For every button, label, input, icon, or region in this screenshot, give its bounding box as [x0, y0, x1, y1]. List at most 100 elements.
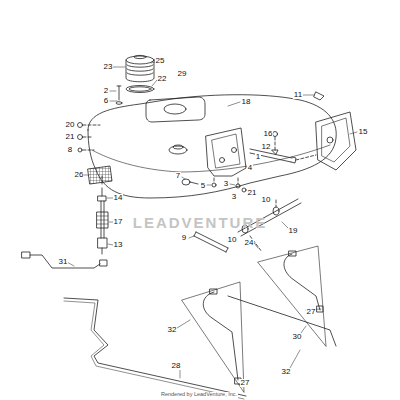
callout-number: 23 — [103, 63, 114, 71]
grommet-part — [88, 166, 112, 184]
petcock-part — [242, 188, 246, 192]
callout-number: 1 — [255, 153, 261, 161]
fuel-pump-tube-part — [102, 176, 103, 186]
leader-lines-part — [110, 101, 117, 102]
strap — [194, 232, 228, 252]
callout-number: 15 — [358, 128, 369, 136]
leader-lines-part — [189, 236, 194, 238]
callout-number: 20 — [65, 121, 76, 129]
rod — [228, 296, 336, 346]
hose-part — [276, 200, 277, 207]
callout-number: 16 — [263, 130, 274, 138]
fuel-tank-part — [92, 145, 330, 172]
callout-number: 22 — [157, 75, 168, 83]
side-bracket-part — [327, 137, 333, 143]
clip — [314, 92, 324, 100]
leader-lines-part — [350, 132, 357, 134]
fuel-cap-part — [127, 65, 153, 75]
screw-part — [116, 102, 122, 105]
callout-number: 8 — [67, 146, 73, 154]
callout-number: 2 — [103, 87, 109, 95]
bolt-part — [291, 157, 296, 163]
callout-number: 29 — [177, 70, 188, 78]
mount-hardware-part — [78, 123, 83, 128]
callout-number: 27 — [240, 379, 251, 387]
fuel-pump-tube-part — [97, 216, 108, 224]
leader-lines-part — [207, 185, 211, 186]
hose-part — [273, 207, 279, 215]
cap-gasket-part — [129, 87, 151, 91]
fuel-tank-part — [169, 146, 187, 154]
fuel-tank-part — [146, 97, 205, 122]
fuel-pump-tube-part — [102, 248, 103, 254]
screw-part — [117, 86, 121, 100]
leader-lines-part — [110, 91, 116, 92]
wire-harness-part — [100, 260, 107, 266]
overflow-tube — [64, 298, 246, 399]
callout-number: 4 — [247, 164, 253, 172]
callout-number: 30 — [292, 333, 303, 341]
leader-lines-part — [303, 95, 314, 96]
fuel-pump-tube-part — [101, 201, 104, 238]
leader-lines-part — [182, 177, 185, 179]
side-bracket — [296, 112, 356, 170]
fuel-tank-part — [164, 104, 186, 114]
mount-bracket-part — [206, 128, 246, 176]
mount-bracket-part — [212, 134, 240, 168]
callout-number: 17 — [113, 218, 124, 226]
cap-gasket-part — [126, 86, 154, 93]
overflow-tube-part — [64, 301, 244, 399]
fuel-pump-tube — [97, 176, 108, 254]
mount-bracket-part — [232, 148, 237, 153]
callout-number: 24 — [244, 239, 255, 247]
cap-gasket — [126, 86, 154, 93]
leader-lines-part — [177, 320, 190, 328]
callout-number: 3 — [223, 180, 229, 188]
vent-line-right — [258, 246, 326, 346]
callout-number: 10 — [227, 236, 238, 244]
mount-hardware — [78, 123, 101, 153]
leader-lines-part — [113, 67, 125, 68]
callout-number: 32 — [167, 326, 178, 334]
petcock-part — [182, 179, 190, 185]
callout-number: 32 — [281, 368, 292, 376]
callout-number: 18 — [241, 98, 252, 106]
grommet — [88, 166, 112, 184]
credit-line: Rendered by LeadVenture, Inc. — [160, 392, 238, 398]
mount-hardware-part — [78, 135, 83, 140]
callout-number: 10 — [261, 196, 272, 204]
petcock-part — [236, 184, 240, 188]
leader-lines-part — [254, 243, 258, 248]
mount-bracket-part — [220, 158, 225, 163]
vent-line-left-part — [210, 289, 217, 294]
screw — [116, 86, 122, 104]
fuel-pump-tube-part — [98, 238, 107, 248]
fuel-tank-part — [88, 95, 336, 198]
callout-number: 14 — [113, 194, 124, 202]
fuel-pump-tube-part — [102, 188, 103, 196]
callout-number: 12 — [261, 143, 272, 151]
leader-lines — [67, 62, 357, 387]
petcock — [182, 178, 246, 192]
callout-number: 5 — [200, 182, 206, 190]
side-bracket-part — [322, 118, 350, 162]
callout-number: 28 — [171, 362, 182, 370]
vent-line-right-part — [258, 246, 326, 346]
callout-number: 13 — [113, 241, 124, 249]
vent-line-right-part — [284, 254, 320, 310]
callout-number: 7 — [175, 172, 181, 180]
wire-harness-part — [22, 252, 30, 258]
fuel-cap-part — [126, 56, 154, 64]
callout-number: 3 — [231, 193, 237, 201]
bolt-part — [272, 150, 278, 154]
callout-number: 31 — [58, 258, 69, 266]
callout-number: 19 — [288, 227, 299, 235]
mount-hardware-part — [83, 125, 100, 150]
callout-number: 6 — [103, 97, 109, 105]
fuel-pump-tube-part — [97, 212, 108, 228]
fuel-cap-part — [134, 55, 146, 58]
watermark: LEADVENTURE — [133, 215, 268, 230]
mount-bracket — [206, 128, 246, 176]
fuel-tank-part — [173, 145, 183, 149]
